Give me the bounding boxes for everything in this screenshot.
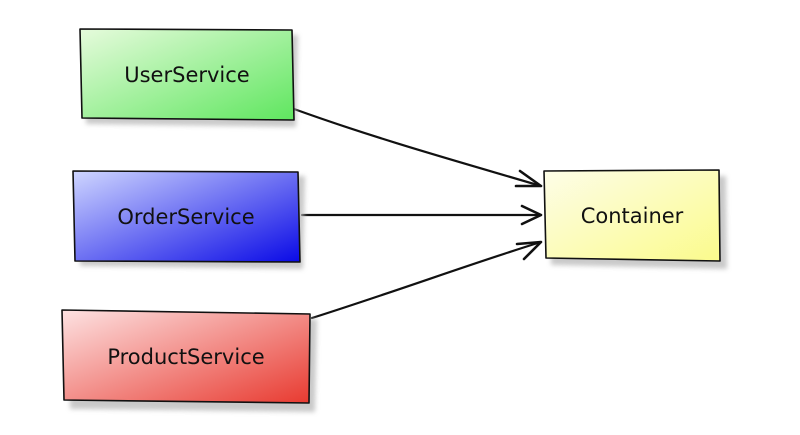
arrowhead — [514, 169, 543, 188]
node-box — [61, 309, 311, 404]
node-box — [543, 169, 721, 262]
node-box — [72, 170, 301, 263]
node-label: OrderService — [117, 205, 254, 229]
node-label: Container — [581, 204, 684, 228]
arrowhead — [515, 240, 543, 261]
edge-product-to-container — [310, 240, 543, 320]
node-order-service[interactable]: OrderService — [72, 170, 305, 269]
edge-user-to-container — [292, 107, 543, 188]
edges — [292, 107, 543, 320]
node-user-service[interactable]: UserService — [79, 28, 298, 127]
node-product-service[interactable]: ProductService — [61, 309, 317, 412]
node-label: UserService — [124, 63, 249, 87]
node-box — [79, 28, 295, 121]
arrowhead — [520, 204, 543, 226]
node-container[interactable]: Container — [543, 169, 727, 269]
node-label: ProductService — [107, 345, 264, 369]
edge-order-to-container — [300, 204, 543, 226]
